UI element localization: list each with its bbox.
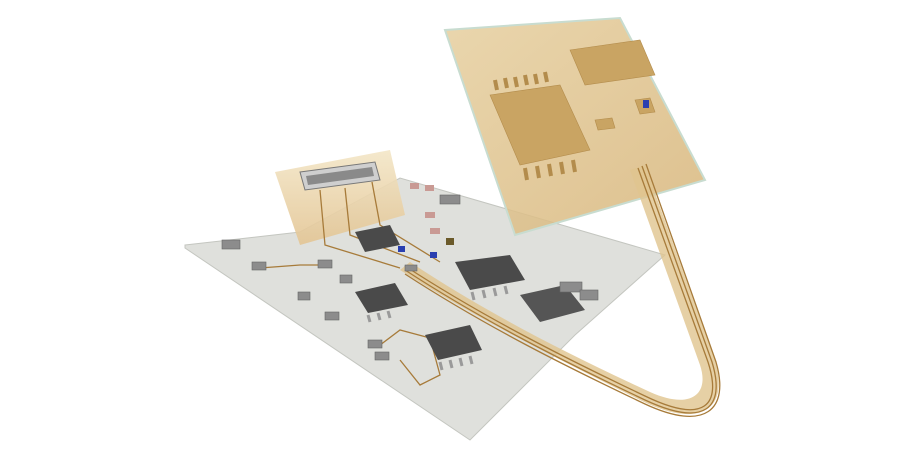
passive-components xyxy=(221,194,599,361)
ic-pins xyxy=(366,285,509,371)
ic-chip-qfn xyxy=(520,285,585,322)
led-blue xyxy=(398,246,405,252)
crystal xyxy=(446,238,454,245)
ic-chip xyxy=(355,283,408,313)
ic-chip xyxy=(355,225,400,252)
ic-chip xyxy=(455,255,525,290)
fpc-connector xyxy=(299,161,381,191)
ic-chips xyxy=(355,225,585,360)
led-blue xyxy=(430,252,437,258)
board-pads xyxy=(489,39,656,166)
resistors xyxy=(410,183,440,234)
led-blue xyxy=(643,100,649,108)
ic-chip xyxy=(425,325,482,360)
flex-traces xyxy=(259,163,721,417)
ic-footprint-pins xyxy=(493,71,577,181)
